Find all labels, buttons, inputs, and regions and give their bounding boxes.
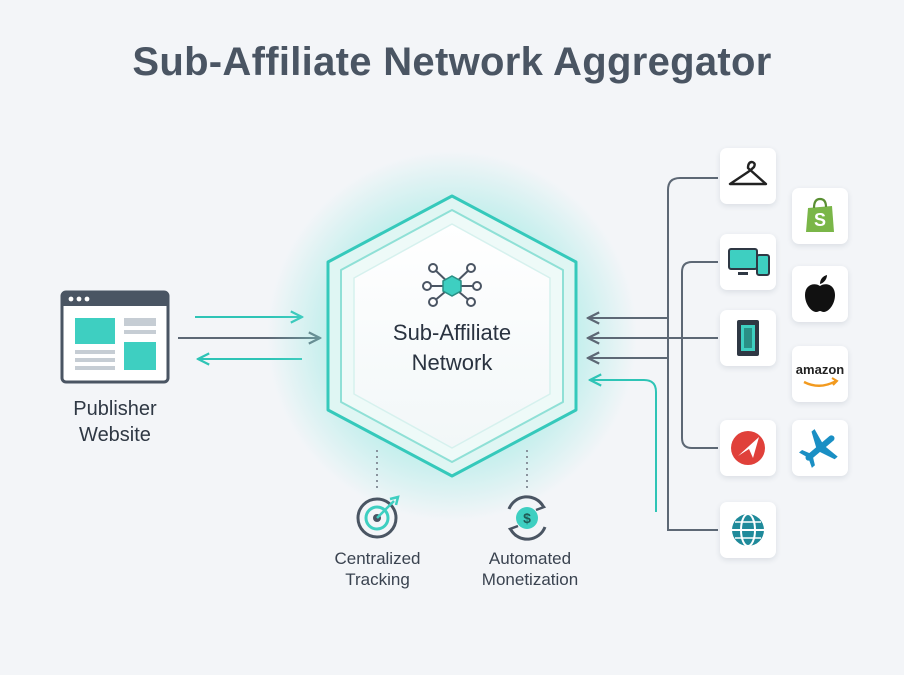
diagram-title: Sub-Affiliate Network Aggregator <box>132 40 772 84</box>
shopify-icon: S <box>806 197 834 232</box>
browser-window-icon <box>60 290 170 384</box>
feature-label-tracking-line2: Tracking <box>345 570 410 589</box>
target-icon <box>356 495 400 539</box>
merchant-tile-travel <box>792 420 848 476</box>
publisher-label-line2: Website <box>79 424 151 446</box>
merchant-tile-phone-case <box>720 310 776 366</box>
merchant-tile-apple <box>792 266 848 322</box>
svg-text:S: S <box>814 210 826 230</box>
money-cycle-icon: $ <box>507 495 547 541</box>
hub-hexagon <box>267 151 637 521</box>
amazon-logo: amazon <box>795 362 845 377</box>
feature-label-monetization-line1: Automated <box>488 549 572 568</box>
merchant-tile-clothing <box>720 148 776 204</box>
feature-label-monetization-line2: Monetization <box>481 570 579 589</box>
hub-label-line2: Network <box>411 350 493 375</box>
apple-icon <box>805 275 835 312</box>
publisher-label-line1: Publisher <box>73 398 157 420</box>
devices-icon <box>728 248 770 276</box>
globe-icon <box>732 513 764 547</box>
hub-label-line1: Sub-Affiliate <box>392 320 512 345</box>
merchant-tile-shopify: S <box>792 188 848 244</box>
network-nodes-icon <box>422 263 482 307</box>
amazon-smile-icon <box>803 377 839 387</box>
merchant-connectors <box>588 177 718 532</box>
feature-label-tracking-line1: Centralized <box>334 549 421 568</box>
merchant-tile-electronics <box>720 234 776 290</box>
airplane-icon <box>799 429 838 468</box>
merchant-tile-amazon: amazon <box>792 346 848 402</box>
clothes-hanger-icon <box>728 160 768 186</box>
phone-case-icon <box>737 320 759 356</box>
feature-connectors <box>376 450 528 490</box>
feature-label-tracking: Centralized Tracking <box>300 548 455 590</box>
merchant-tile-arrow-brand <box>720 420 776 476</box>
feature-label-monetization: Automated Monetization <box>455 548 605 590</box>
svg-text:$: $ <box>523 510 531 526</box>
publisher-label: Publisher Website <box>40 396 190 448</box>
arrow-logo-icon <box>731 431 765 465</box>
hub-label: Sub-Affiliate Network <box>352 318 552 378</box>
merchant-tile-global <box>720 502 776 558</box>
